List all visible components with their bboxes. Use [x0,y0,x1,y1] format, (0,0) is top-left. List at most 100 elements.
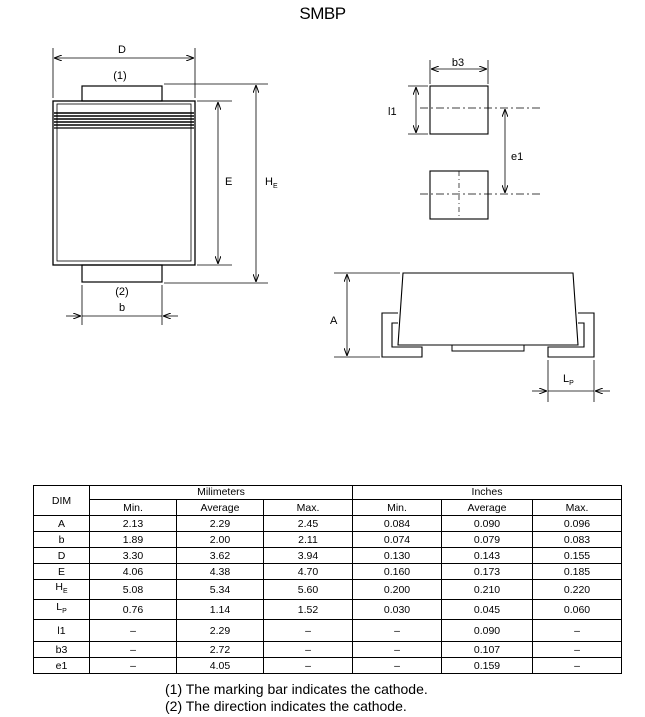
value-cell: – [531,619,623,643]
value-cell: 3.30 [89,547,177,564]
value-cell: 3.94 [263,547,353,564]
label-marker-1: (1) [113,70,126,82]
dim-label: b3 [55,643,68,656]
dim-cell: LP [33,599,90,621]
dim-cell: e1 [33,657,90,675]
table-row: l1–2.29––0.090– [33,619,623,643]
dim-label: L [56,601,63,614]
notes: (1) The marking bar indicates the cathod… [165,681,428,715]
value-cell: 5.08 [89,578,177,601]
value-cell: 4.70 [263,563,353,580]
value-cell: 5.60 [263,578,353,601]
value-cell: 2.29 [176,515,264,532]
value-cell: 0.079 [441,531,533,548]
dim-subscript: P [62,608,67,616]
value-cell: – [263,619,353,643]
dim-label: A [57,517,65,530]
col-header: Max. [531,499,623,516]
value-cell: 0.200 [352,578,442,601]
label-e: E [225,176,232,188]
value-cell: 0.130 [352,547,442,564]
col-header: Average [176,499,264,516]
value-cell: – [531,641,623,659]
value-cell: 0.210 [441,578,533,601]
dim-cell: A [33,515,90,532]
dim-subscript: E [62,588,68,596]
value-cell: 0.045 [441,599,533,621]
label-marker-2: (2) [115,286,128,298]
table-row: e1–4.05––0.159– [33,657,623,675]
value-cell: 5.34 [176,578,264,601]
label-e1: e1 [511,151,523,163]
value-cell: 0.060 [531,599,623,621]
label-d: D [118,44,126,56]
value-cell: 4.05 [176,657,264,675]
dim-label: D [57,549,66,562]
label-b3: b3 [452,57,464,69]
value-cell: 0.096 [531,515,623,532]
value-cell: – [263,641,353,659]
dim-label: H [55,581,63,593]
top-view [52,48,268,325]
value-cell: 1.52 [263,599,353,621]
value-cell: 4.06 [89,563,177,580]
value-cell: 0.090 [441,619,533,643]
value-cell: 0.090 [441,515,533,532]
table-row: b3–2.72––0.107– [33,641,623,659]
value-cell: 0.185 [531,563,623,580]
dim-cell: b3 [33,641,90,659]
label-lp: LP [563,373,574,387]
value-cell: 2.45 [263,515,353,532]
col-header: Average [441,499,533,516]
dimensions-table: DIM Milimeters Inches Min. Average Max. … [33,485,623,675]
value-cell: 0.173 [441,563,533,580]
value-cell: – [89,657,177,675]
value-cell: 0.074 [352,531,442,548]
dim-label: e1 [55,659,68,672]
label-a: A [330,315,338,327]
note-marking-bar: (1) The marking bar indicates the cathod… [165,681,428,697]
dim-cell: D [33,547,90,564]
value-cell: – [352,657,442,675]
table-group-header-row: DIM Milimeters Inches [33,485,623,516]
label-he: HE [265,176,278,190]
value-cell: – [89,619,177,643]
dim-label: E [57,565,65,578]
value-cell: 2.11 [263,531,353,548]
dim-cell: l1 [33,619,90,643]
col-header: Max. [263,499,353,516]
land-pattern-view [408,60,540,220]
dim-label: l1 [57,624,66,637]
value-cell: 0.084 [352,515,442,532]
value-cell: – [263,657,353,675]
value-cell: 0.155 [531,547,623,564]
side-view [334,272,610,402]
dim-label: b [58,533,65,546]
value-cell: 0.030 [352,599,442,621]
value-cell: 2.72 [176,641,264,659]
millimeters-header: Milimeters [89,485,353,500]
value-cell: 0.160 [352,563,442,580]
note-direction: (2) The direction indicates the cathode. [165,698,407,714]
value-cell: 0.083 [531,531,623,548]
value-cell: 2.13 [89,515,177,532]
value-cell: 0.220 [531,578,623,601]
table-sub-header-row: Min. Average Max. Min. Average Max. [34,499,623,516]
inches-header: Inches [351,485,623,500]
page-title: SMBP [299,4,346,23]
value-cell: 1.14 [176,599,264,621]
value-cell: 2.29 [176,619,264,643]
value-cell: 4.38 [176,563,264,580]
dim-cell: E [33,563,90,580]
package-outline-drawing: D (1) (2) b E HE b3 l1 e1 [52,44,610,402]
label-l1: l1 [388,106,397,118]
dim-cell: b [33,531,90,548]
col-header: Min. [89,499,177,516]
